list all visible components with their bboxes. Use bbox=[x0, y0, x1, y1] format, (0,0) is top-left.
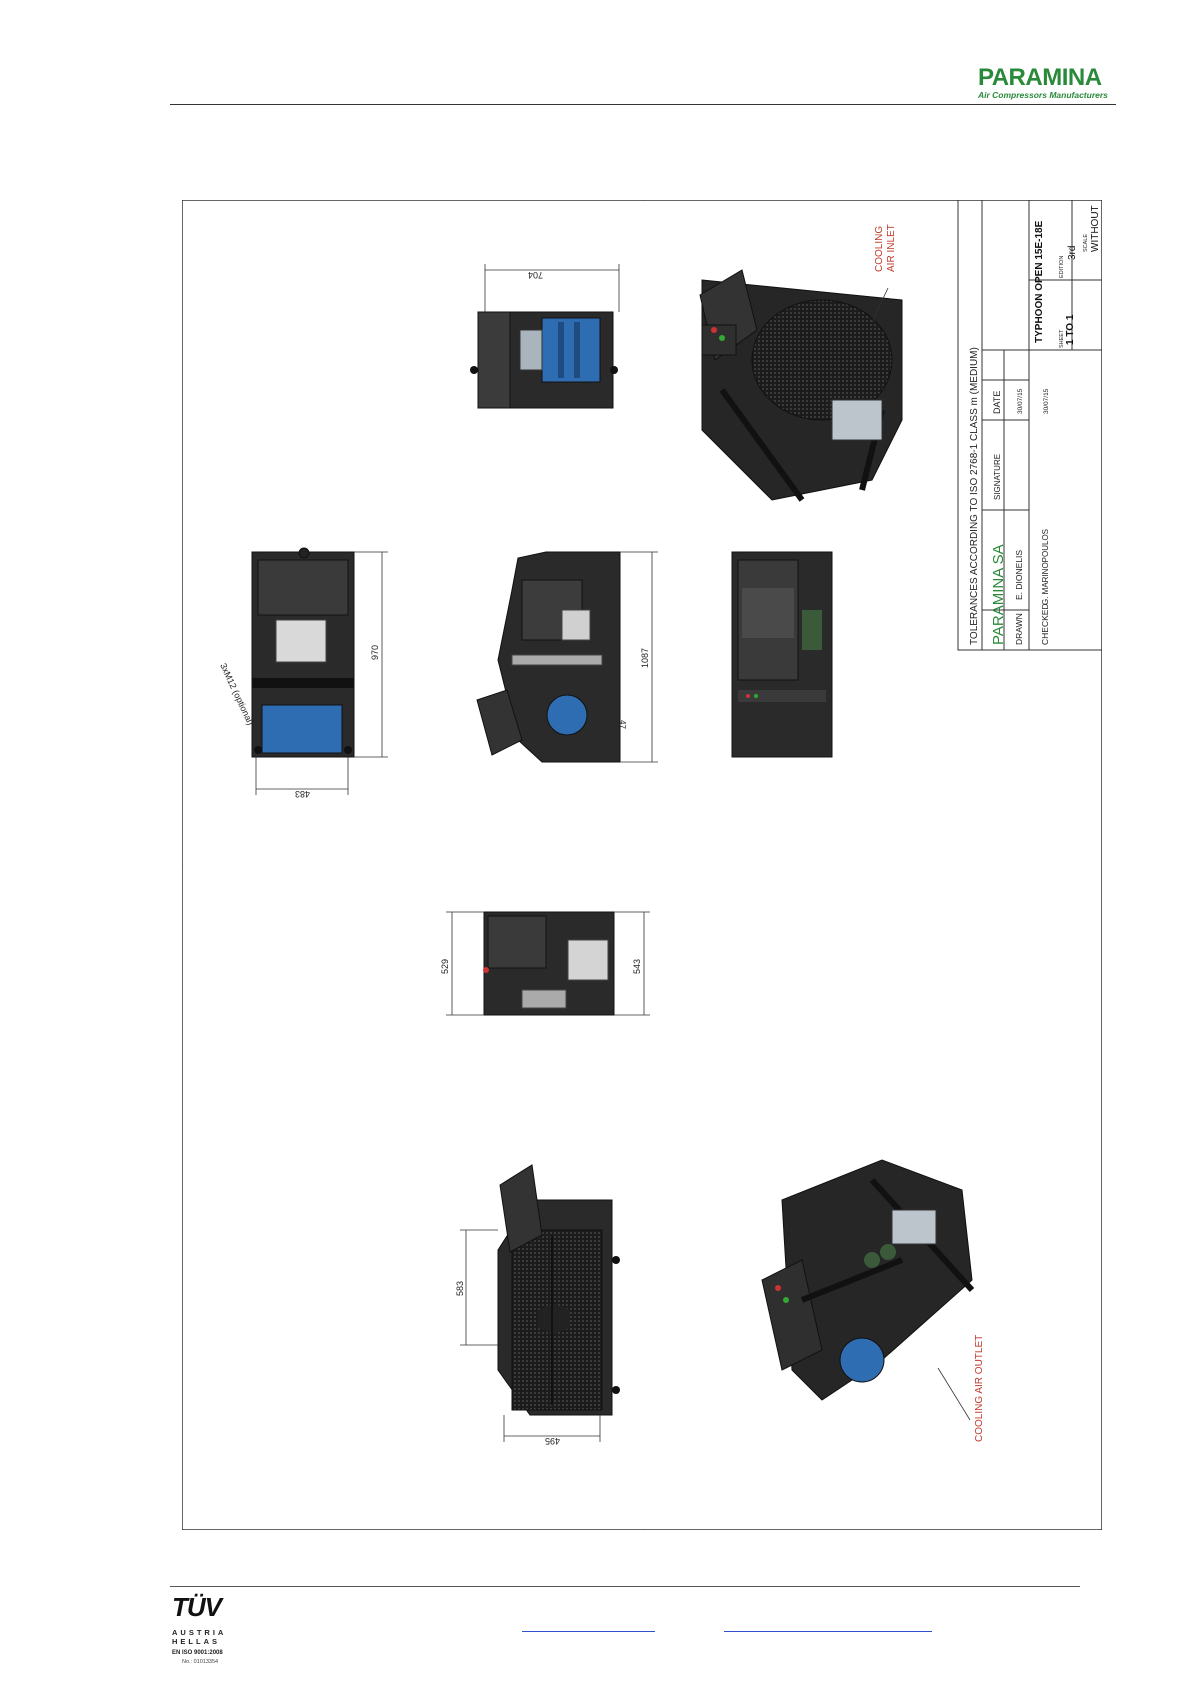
cooling-air-outlet-label: COOLING AIR OUTLET bbox=[974, 1335, 985, 1442]
date-label: DATE bbox=[992, 391, 1002, 414]
tuv-number: No.: 01013354 bbox=[182, 1659, 219, 1665]
dimension-529 bbox=[446, 911, 484, 1016]
view-iso-inlet bbox=[699, 269, 903, 502]
cooling-air-inlet-line1: COOLING bbox=[874, 226, 885, 272]
dimension-970 bbox=[354, 551, 388, 758]
view-iso-outlet bbox=[761, 1159, 975, 1401]
header-rule bbox=[170, 104, 1116, 105]
dimension-483-label: 483 bbox=[295, 789, 310, 799]
dimension-970-label: 970 bbox=[370, 645, 380, 660]
inlet-arrow bbox=[871, 287, 889, 323]
row-number-left-8: 8 bbox=[182, 1465, 184, 1470]
title-block-border bbox=[957, 200, 1102, 651]
dimension-583-label: 583 bbox=[455, 1281, 465, 1296]
dimension-483 bbox=[255, 757, 349, 795]
paramina-logo: PARAMINA Air Compressors Manufacturers bbox=[978, 66, 1128, 106]
checked-name: G. MARINOPOULOS bbox=[1041, 529, 1050, 605]
row-number-left-3: 3 bbox=[182, 605, 184, 610]
row-number-left-4: 4 bbox=[182, 777, 184, 782]
tuv-country: AUSTRIA HELLAS bbox=[172, 1628, 226, 1646]
sheet-value: 1 TO 1 bbox=[1065, 314, 1076, 345]
dimension-47-label: 47 bbox=[618, 720, 627, 729]
view-top-center bbox=[470, 311, 618, 409]
dimension-1087 bbox=[620, 551, 658, 763]
footer-link-underline-2[interactable] bbox=[724, 1631, 932, 1632]
drawn-date: 30/07/15 bbox=[1017, 388, 1024, 414]
dimension-495 bbox=[503, 1415, 601, 1442]
edition-label: EDITION bbox=[1059, 256, 1065, 278]
outlet-arrow bbox=[937, 1367, 971, 1421]
drawn-name: E. DIONELIS bbox=[1014, 550, 1024, 600]
dimension-704-label: 704 bbox=[528, 270, 543, 280]
company-name: PARAMINA SA bbox=[990, 544, 1007, 645]
drawing-title: TYPHOON OPEN 15E-18E bbox=[1034, 220, 1045, 343]
footer-rule bbox=[170, 1586, 1080, 1587]
center-arrows bbox=[182, 200, 1102, 1530]
tuv-line-2: HELLAS bbox=[172, 1637, 220, 1646]
view-right-elevation bbox=[731, 551, 833, 758]
row-number-left-2: 2 bbox=[182, 433, 184, 438]
row-number-left-5: 5 bbox=[182, 949, 184, 954]
view-center-elevation bbox=[476, 551, 621, 763]
footer-link-underline-1[interactable] bbox=[522, 1631, 655, 1632]
tuv-certification-logo: TÜV AUSTRIA HELLAS EN ISO 9001:2008 No.:… bbox=[172, 1592, 242, 1665]
checked-label: CHECKED bbox=[1040, 603, 1050, 645]
dimension-543-label: 543 bbox=[632, 959, 642, 974]
row-number-left-1: 1 bbox=[182, 261, 184, 266]
tuv-word: TÜV bbox=[172, 1592, 222, 1622]
dimension-704 bbox=[484, 264, 620, 312]
row-number-left-7: 7 bbox=[182, 1293, 184, 1298]
view-bottom-fan bbox=[497, 1164, 620, 1416]
scale-value: WITHOUT bbox=[1090, 205, 1101, 252]
dimension-495-label: 495 bbox=[545, 1436, 560, 1446]
edition-value: 3rd bbox=[1067, 246, 1078, 260]
dimension-529-label: 529 bbox=[440, 959, 450, 974]
cooling-air-inlet-line2: AIR INLET bbox=[886, 224, 897, 272]
tolerances-note: TOLERANCES ACCORDING TO ISO 2768-1 CLASS… bbox=[969, 347, 980, 645]
dimension-583 bbox=[460, 1229, 498, 1346]
logo-word: PARAMINA bbox=[978, 64, 1102, 91]
row-number-left-6: 6 bbox=[182, 1121, 184, 1126]
tuv-iso: EN ISO 9001:2008 bbox=[172, 1650, 223, 1656]
optional-thread-note: 3xM12 (optional) bbox=[218, 662, 255, 727]
drawn-label: DRAWN bbox=[1014, 613, 1024, 645]
view-left-plan bbox=[251, 547, 355, 758]
drawing-frame bbox=[182, 200, 1102, 1530]
scale-label: SCALE bbox=[1083, 234, 1089, 252]
tuv-line-1: AUSTRIA bbox=[172, 1628, 227, 1637]
sheet-label: SHEET bbox=[1059, 329, 1065, 348]
checked-date: 30/07/15 bbox=[1043, 388, 1050, 414]
technical-drawing: F E D C B A F E D C B A 1 2 3 4 5 6 7 8 … bbox=[182, 200, 1102, 1530]
logo-subtitle: Air Compressors Manufacturers bbox=[978, 90, 1108, 100]
view-middle-small bbox=[483, 911, 615, 1016]
dimension-543 bbox=[614, 911, 650, 1016]
dimension-1087-label: 1087 bbox=[640, 648, 650, 668]
signature-label: SIGNATURE bbox=[993, 454, 1002, 500]
